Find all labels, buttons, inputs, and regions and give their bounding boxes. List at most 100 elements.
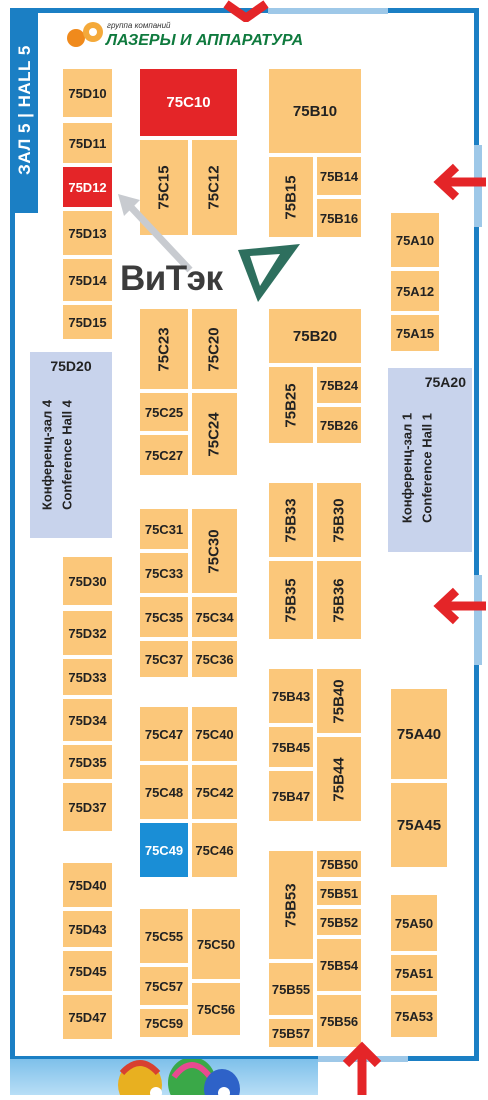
lazery-emblem-icon: [67, 22, 103, 47]
booth-75D13[interactable]: 75D13: [62, 210, 113, 256]
pointer-arrow-icon: [118, 194, 193, 273]
booth-75B26[interactable]: 75B26: [316, 406, 362, 444]
booth-75C42[interactable]: 75C42: [191, 764, 238, 820]
booth-75A10[interactable]: 75A10: [390, 212, 440, 268]
conference-hall-4-en: Conference Hall 4: [59, 400, 75, 510]
booth-75A45[interactable]: 75A45: [390, 782, 448, 868]
booth-75B52[interactable]: 75B52: [316, 908, 362, 936]
booth-75C27[interactable]: 75C27: [139, 434, 189, 476]
booth-75C34[interactable]: 75C34: [191, 596, 238, 638]
entrance-arrow-right-lower-icon: [433, 587, 486, 625]
booth-75C37[interactable]: 75C37: [139, 640, 189, 678]
hall-label-bar: [12, 8, 38, 213]
booth-75B43[interactable]: 75B43: [268, 668, 314, 724]
booth-75B15-label: 75B15: [282, 174, 300, 220]
booth-75B53[interactable]: 75B53: [268, 850, 314, 960]
lazery-name: ЛАЗЕРЫ И АППАРАТУРА: [106, 32, 304, 49]
booth-75B15[interactable]: 75B15: [268, 156, 314, 238]
booth-75B30[interactable]: 75B30: [316, 482, 362, 558]
booth-75B54[interactable]: 75B54: [316, 938, 362, 992]
conference-hall-1: 75A20: [388, 368, 472, 552]
hall-wall: [10, 8, 479, 1061]
booth-75B44-label: 75B44: [330, 756, 348, 802]
conference-hall-1-en: Conference Hall 1: [419, 413, 435, 523]
booth-75A51[interactable]: 75A51: [390, 954, 438, 992]
booth-75A12[interactable]: 75A12: [390, 270, 440, 312]
booth-75D43[interactable]: 75D43: [62, 910, 113, 948]
entrance-arrow-bottom-icon: [342, 1041, 382, 1095]
booth-75A53[interactable]: 75A53: [390, 994, 438, 1038]
booth-75C24[interactable]: 75C24: [191, 392, 238, 476]
lazery-tagline: группа компаний: [107, 21, 171, 30]
booth-75D11[interactable]: 75D11: [62, 122, 113, 164]
booth-75B36-label: 75B36: [330, 577, 348, 623]
booth-75B16[interactable]: 75B16: [316, 198, 362, 238]
booth-75D14[interactable]: 75D14: [62, 258, 113, 302]
booth-75C46[interactable]: 75C46: [191, 822, 238, 878]
booth-75B53-label: 75B53: [282, 882, 300, 928]
booth-75B30-label: 75B30: [330, 497, 348, 543]
booth-75C40[interactable]: 75C40: [191, 706, 238, 762]
booth-75B10[interactable]: 75B10: [268, 68, 362, 154]
booth-75C36[interactable]: 75C36: [191, 640, 238, 678]
booth-75B25-label: 75B25: [282, 382, 300, 428]
booth-75B14[interactable]: 75B14: [316, 156, 362, 196]
booth-75C31[interactable]: 75C31: [139, 508, 189, 550]
right-door-lower: [474, 575, 482, 665]
hall-label: ЗАЛ 5 | HALL 5: [15, 45, 34, 175]
booth-75C20-label: 75C20: [205, 326, 223, 372]
booth-75C23[interactable]: 75C23: [139, 308, 189, 390]
conference-hall-4-code: 75D20: [50, 358, 92, 374]
booth-75B40-label: 75B40: [330, 678, 348, 724]
booth-75C30[interactable]: 75C30: [191, 508, 238, 594]
booth-75C25[interactable]: 75C25: [139, 392, 189, 432]
booth-75D34[interactable]: 75D34: [62, 698, 113, 742]
booth-75C48[interactable]: 75C48: [139, 764, 189, 820]
booth-75C23-label: 75C23: [155, 326, 173, 372]
booth-75B44[interactable]: 75B44: [316, 736, 362, 822]
booth-75B20[interactable]: 75B20: [268, 308, 362, 364]
booth-75C56[interactable]: 75C56: [191, 982, 241, 1036]
booth-75A15[interactable]: 75A15: [390, 314, 440, 352]
booth-75C55[interactable]: 75C55: [139, 908, 189, 964]
booth-75D33[interactable]: 75D33: [62, 658, 113, 696]
booth-75D30[interactable]: 75D30: [62, 556, 113, 606]
booth-75C10[interactable]: 75C10: [139, 68, 238, 137]
entrance-arrow-right-upper-icon: [433, 163, 486, 201]
booth-75B33[interactable]: 75B33: [268, 482, 314, 558]
booth-75B25[interactable]: 75B25: [268, 366, 314, 444]
booth-75D12[interactable]: 75D12: [62, 166, 113, 208]
entrance-arrow-top-icon: [223, 0, 269, 22]
booth-75B50[interactable]: 75B50: [316, 850, 362, 878]
booth-75D40[interactable]: 75D40: [62, 862, 113, 908]
booth-75C50[interactable]: 75C50: [191, 908, 241, 980]
booth-75B55[interactable]: 75B55: [268, 962, 314, 1016]
booth-75C33[interactable]: 75C33: [139, 552, 189, 594]
booth-75B35[interactable]: 75B35: [268, 560, 314, 640]
booth-75B47[interactable]: 75B47: [268, 770, 314, 822]
booth-75D47[interactable]: 75D47: [62, 994, 113, 1040]
booth-75D32[interactable]: 75D32: [62, 610, 113, 656]
booth-75B40[interactable]: 75B40: [316, 668, 362, 734]
booth-75C30-label: 75C30: [205, 528, 223, 574]
booth-75B36[interactable]: 75B36: [316, 560, 362, 640]
booth-75D35[interactable]: 75D35: [62, 744, 113, 780]
booth-75C49[interactable]: 75C49: [139, 822, 189, 878]
booth-75C12[interactable]: 75C12: [191, 139, 238, 236]
booth-75C35[interactable]: 75C35: [139, 596, 189, 638]
booth-75B24[interactable]: 75B24: [316, 366, 362, 404]
booth-75B45[interactable]: 75B45: [268, 726, 314, 768]
booth-75C47[interactable]: 75C47: [139, 706, 189, 762]
booth-75D15[interactable]: 75D15: [62, 304, 113, 340]
booth-75A50[interactable]: 75A50: [390, 894, 438, 952]
booth-75D37[interactable]: 75D37: [62, 782, 113, 832]
booth-75B51[interactable]: 75B51: [316, 880, 362, 906]
booth-75D10[interactable]: 75D10: [62, 68, 113, 118]
booth-75D45[interactable]: 75D45: [62, 950, 113, 992]
booth-75C20[interactable]: 75C20: [191, 308, 238, 390]
booth-75A40[interactable]: 75A40: [390, 688, 448, 780]
booth-75C59[interactable]: 75C59: [139, 1008, 189, 1038]
booth-75C57[interactable]: 75C57: [139, 966, 189, 1006]
booth-75B56[interactable]: 75B56: [316, 994, 362, 1048]
booth-75B57[interactable]: 75B57: [268, 1018, 314, 1048]
